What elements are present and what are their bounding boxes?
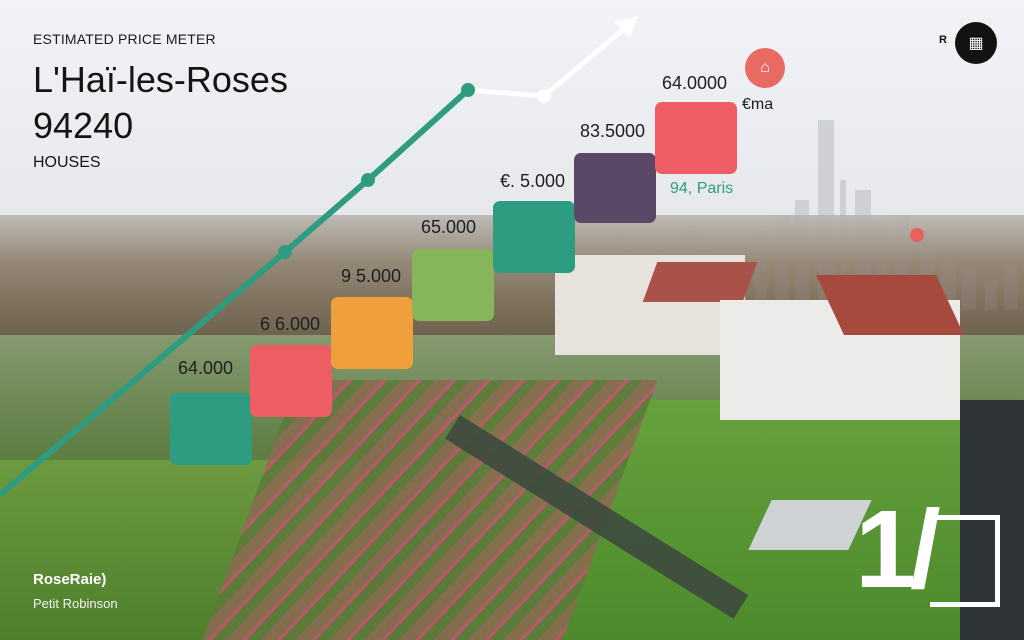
page-title: L'Haï-les-Roses	[33, 59, 288, 100]
trend-dot	[361, 173, 375, 187]
trend-dot	[461, 83, 475, 97]
brand-name: RoseRaie)	[33, 571, 107, 588]
price-step-label: 83.5000	[580, 121, 646, 141]
price-step-block	[493, 201, 575, 273]
price-step-label: 64.0000	[662, 73, 728, 93]
top-letter: R	[939, 34, 947, 46]
sky-background	[0, 0, 1024, 220]
price-step-label: 9 5.000	[341, 266, 402, 286]
price-step-label: €. 5.000	[500, 171, 566, 191]
price-step-label: 64.000	[178, 358, 234, 378]
slide-counter: 1/	[855, 488, 941, 611]
author-name: Petit Robinson	[33, 596, 118, 611]
map-pin-icon	[910, 228, 924, 242]
postcode: 94240	[33, 105, 134, 146]
balcony-railing	[960, 400, 1024, 640]
arrow-head-icon	[614, 16, 638, 38]
frame-icon	[930, 515, 1000, 607]
price-step-block	[250, 345, 332, 417]
price-step-block	[170, 393, 252, 465]
trend-dot-white	[537, 89, 551, 103]
trend-line-white	[467, 20, 634, 99]
price-step-label: 65.000	[421, 217, 477, 237]
price-step-block	[412, 249, 494, 321]
map-icon[interactable]: ▦	[955, 22, 997, 64]
meter-caption: ESTIMATED PRICE METER	[33, 31, 216, 47]
currency-note: €ma	[742, 96, 774, 113]
price-step-block	[331, 297, 413, 369]
price-step-block	[655, 102, 737, 174]
trend-line-teal	[0, 87, 471, 498]
price-step-block	[574, 153, 656, 223]
region-note: 94, Paris	[670, 180, 734, 197]
trend-dot	[278, 245, 292, 259]
price-step-label: 6 6.000	[260, 314, 321, 334]
property-type: HOUSES	[33, 154, 101, 171]
home-icon[interactable]: ⌂	[745, 48, 785, 88]
